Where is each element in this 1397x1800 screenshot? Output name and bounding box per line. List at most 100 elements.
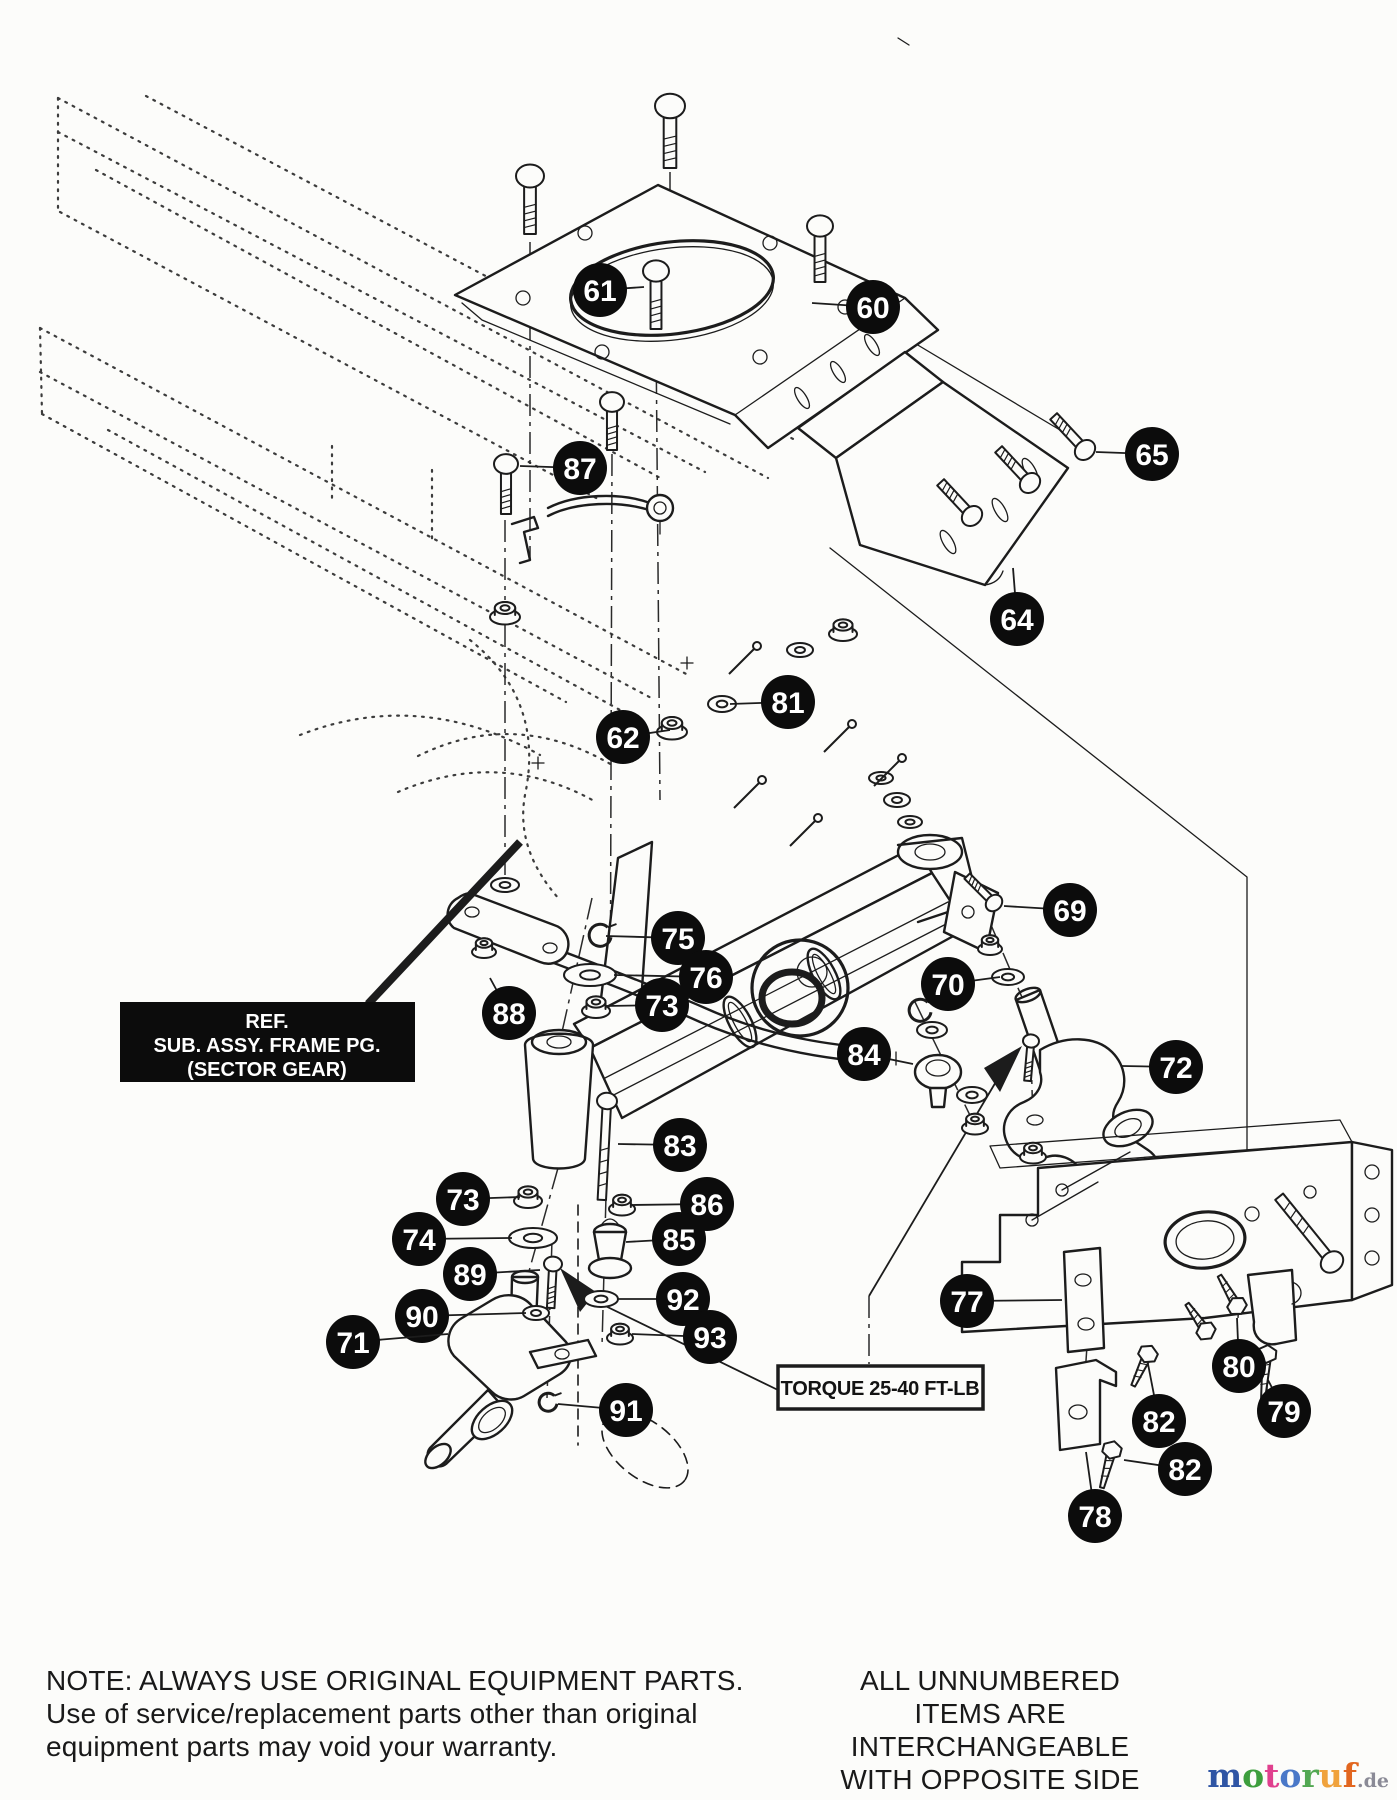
footer-note-right: ALL UNNUMBERED ITEMS ARE INTERCHANGEABLE…: [795, 1664, 1185, 1796]
washer-icon: [991, 968, 1025, 986]
curved-link-art: [510, 493, 675, 565]
callout-84: 84: [837, 1027, 914, 1081]
pin-icon: [733, 775, 767, 809]
bolt-icon: [493, 453, 519, 515]
callout-69: 69: [1003, 883, 1097, 937]
fasteners-art: [471, 92, 1345, 1490]
svg-text:73: 73: [446, 1184, 479, 1217]
svg-text:72: 72: [1159, 1052, 1192, 1085]
washer-icon: [508, 1227, 558, 1249]
bolt-icon: [599, 391, 625, 451]
pin-icon: [789, 813, 823, 847]
motoruf-letter: r: [1301, 1756, 1319, 1795]
nut-icon: [513, 1185, 543, 1209]
callout-91: 91: [557, 1383, 653, 1437]
spindle-art: [424, 1269, 598, 1470]
note-right-line2: ITEMS ARE INTERCHANGEABLE: [850, 1698, 1130, 1762]
motoruf-letter: t: [1264, 1756, 1280, 1795]
callout-79: 79: [1257, 1379, 1311, 1438]
washer-icon: [490, 877, 520, 893]
svg-text:77: 77: [950, 1286, 983, 1319]
pin-icon: [873, 753, 907, 787]
callout-74: 74: [392, 1212, 513, 1266]
svg-text:70: 70: [931, 969, 964, 1002]
bolt-icon: [654, 92, 686, 169]
svg-text:78: 78: [1078, 1501, 1111, 1534]
callout-92: 92: [618, 1272, 710, 1326]
motoruf-letter: f: [1342, 1756, 1357, 1795]
note-left-line1: NOTE: ALWAYS USE ORIGINAL EQUIPMENT PART…: [46, 1665, 744, 1696]
washer-icon: [522, 1305, 550, 1321]
bolt-icon: [936, 478, 984, 527]
svg-text:91: 91: [609, 1395, 642, 1428]
callout-70: 70: [921, 957, 1001, 1011]
ref-box-line2: SUB. ASSY. FRAME PG.: [153, 1035, 380, 1057]
svg-text:89: 89: [453, 1259, 486, 1292]
angle-bracket-art: [796, 350, 1070, 587]
svg-text:62: 62: [606, 722, 639, 755]
note-left-line3: equipment parts may void your warranty.: [46, 1731, 558, 1762]
callout-87: 87: [519, 441, 607, 495]
nut-icon: [489, 601, 521, 626]
bolt-icon: [994, 445, 1042, 494]
callout-61: 61: [573, 263, 645, 317]
torque-box: TORQUE 25-40 FT-LB: [776, 1296, 985, 1411]
screw-icon: [1216, 1273, 1248, 1315]
svg-text:74: 74: [402, 1224, 436, 1257]
pin-icon: [728, 641, 762, 675]
motoruf-letter: o: [1242, 1756, 1265, 1795]
tick-marks-art: [531, 37, 910, 770]
ref-box-line3: (SECTOR GEAR): [187, 1059, 347, 1081]
washer-icon: [563, 963, 617, 987]
clip-icon: [587, 922, 617, 948]
screw-icon: [1184, 1301, 1217, 1341]
callout-88: 88: [482, 977, 536, 1040]
svg-text:60: 60: [856, 292, 889, 325]
washer-icon: [707, 695, 737, 713]
motoruf-letter: u: [1318, 1756, 1343, 1795]
callout-71: 71: [326, 1315, 449, 1369]
nut-icon: [606, 1322, 634, 1346]
callout-77: 77: [940, 1274, 1063, 1328]
bolt-icon: [642, 259, 670, 330]
frame-channel-art: [960, 1119, 1394, 1452]
svg-text:92: 92: [666, 1284, 699, 1317]
svg-text:71: 71: [336, 1327, 369, 1360]
nut-icon: [1019, 1141, 1047, 1165]
washer-icon: [897, 815, 923, 829]
svg-text:90: 90: [405, 1301, 438, 1334]
nut-icon: [828, 618, 858, 642]
washer-icon: [786, 642, 814, 658]
svg-text:83: 83: [663, 1130, 696, 1163]
svg-text:82: 82: [1168, 1454, 1201, 1487]
note-right-line1: ALL UNNUMBERED: [859, 1665, 1121, 1696]
svg-text:75: 75: [661, 923, 694, 956]
callout-83: 83: [617, 1118, 707, 1172]
bushing-art: [587, 1218, 633, 1280]
nut-icon: [977, 934, 1003, 956]
screw-icon: [1130, 1344, 1159, 1388]
ref-box-line1: REF.: [245, 1011, 288, 1033]
callout-90: 90: [395, 1289, 527, 1343]
svg-text:84: 84: [847, 1039, 881, 1072]
svg-text:64: 64: [1000, 604, 1034, 637]
svg-text:81: 81: [771, 687, 804, 720]
bolt-icon: [1022, 1033, 1040, 1083]
torque-box-label: TORQUE 25-40 FT-LB: [781, 1378, 980, 1400]
callout-82: 82: [1132, 1363, 1186, 1448]
nut-icon: [656, 716, 688, 741]
motoruf-letter: m: [1207, 1756, 1243, 1795]
callout-73: 73: [605, 978, 689, 1032]
callout-62: 62: [596, 710, 671, 764]
callout-60: 60: [811, 280, 900, 334]
callout-78: 78: [1068, 1451, 1122, 1543]
callout-82: 82: [1123, 1442, 1212, 1496]
bolt-icon: [1049, 412, 1097, 461]
washer-icon: [883, 792, 911, 808]
callout-75: 75: [605, 911, 705, 965]
svg-text:80: 80: [1222, 1351, 1255, 1384]
pin-icon: [823, 719, 857, 753]
callout-89: 89: [443, 1247, 541, 1301]
